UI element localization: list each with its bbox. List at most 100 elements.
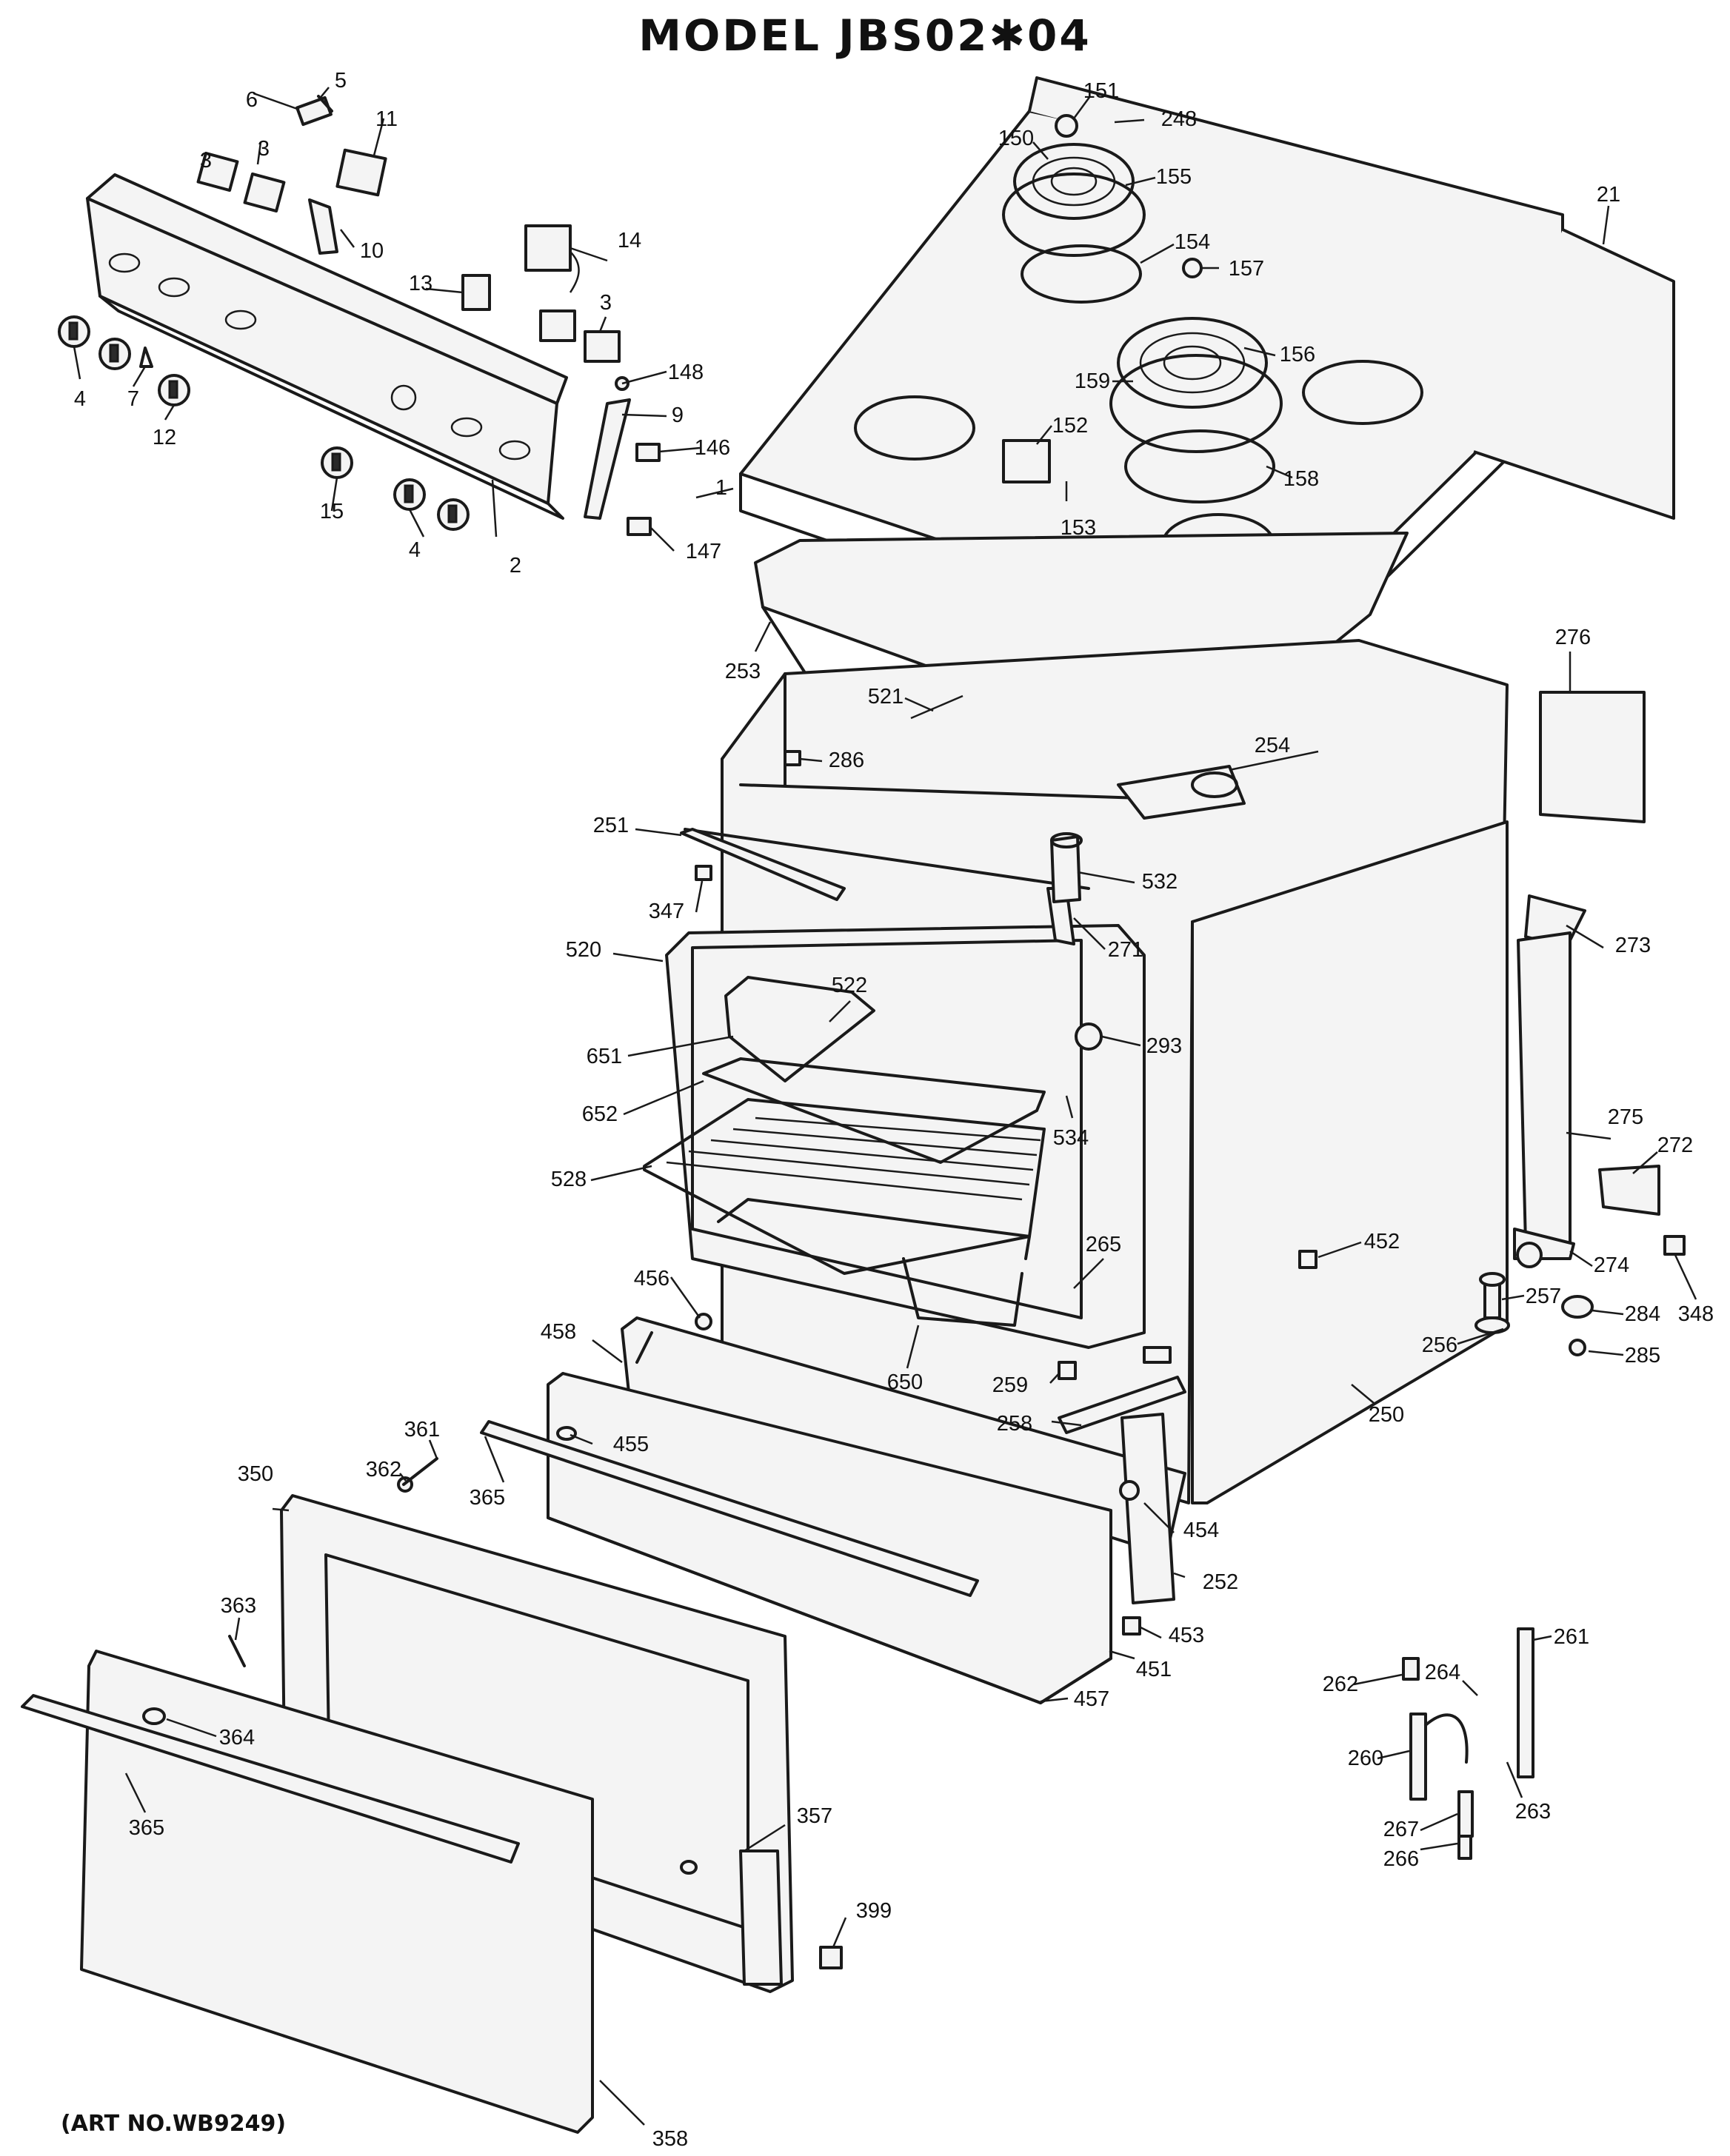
callout-521: 521 (868, 685, 904, 709)
callout-15: 15 (320, 500, 344, 523)
callout-358: 358 (652, 2127, 688, 2151)
callout-266: 266 (1383, 1847, 1419, 1871)
callout-399: 399 (856, 1899, 892, 1923)
callout-267: 267 (1383, 1818, 1419, 1841)
callout-365-top: 365 (470, 1486, 505, 1510)
callout-159: 159 (1075, 369, 1110, 393)
callout-158: 158 (1283, 467, 1319, 491)
callout-276: 276 (1555, 626, 1591, 649)
callout-2: 2 (510, 554, 521, 578)
callout-274: 274 (1594, 1253, 1629, 1277)
callout-6: 6 (246, 88, 258, 112)
door-hinges (1402, 1627, 1534, 1860)
callout-148: 148 (668, 361, 704, 384)
callout-253: 253 (725, 660, 761, 683)
callout-454: 454 (1183, 1519, 1219, 1542)
callout-4-left: 4 (74, 387, 86, 411)
callout-451: 451 (1136, 1658, 1172, 1681)
callout-259: 259 (992, 1373, 1028, 1397)
callout-254: 254 (1255, 734, 1290, 757)
storage-drawer (480, 1316, 1186, 1704)
callout-350: 350 (238, 1462, 273, 1486)
callout-3-top: 3 (258, 137, 270, 161)
control-switches (196, 95, 661, 536)
callout-361: 361 (404, 1418, 440, 1442)
callout-252: 252 (1203, 1570, 1238, 1594)
callout-4-bottom: 4 (409, 538, 421, 562)
side-brackets (1513, 691, 1686, 1268)
oven-door (21, 1494, 843, 2134)
control-knobs (58, 315, 470, 531)
callout-12: 12 (153, 426, 176, 449)
callout-365-bottom: 365 (129, 1816, 164, 1840)
callout-256: 256 (1422, 1333, 1457, 1357)
callout-273: 273 (1615, 934, 1651, 957)
callout-271: 271 (1108, 938, 1143, 962)
callout-3-left: 3 (200, 149, 212, 173)
callout-262: 262 (1323, 1673, 1358, 1696)
callout-275: 275 (1608, 1105, 1643, 1129)
callout-250: 250 (1369, 1403, 1404, 1427)
callout-362: 362 (366, 1458, 401, 1482)
callout-652: 652 (582, 1102, 618, 1126)
callout-522: 522 (832, 974, 867, 997)
model-title: MODEL JBS02✱04 (638, 10, 1092, 61)
callout-labels: 5 6 11 3 3 10 14 13 3 4 7 12 148 9 146 2… (74, 69, 1714, 2151)
callout-152: 152 (1052, 414, 1088, 438)
callout-363: 363 (221, 1594, 256, 1618)
oven-vent (1050, 765, 1246, 903)
callout-457: 457 (1074, 1687, 1109, 1711)
callout-285: 285 (1625, 1344, 1660, 1367)
callout-272: 272 (1657, 1134, 1693, 1157)
callout-348: 348 (1678, 1302, 1714, 1326)
callout-13: 13 (409, 272, 432, 295)
callout-286: 286 (829, 749, 864, 772)
callout-11: 11 (375, 107, 398, 131)
callout-146: 146 (695, 436, 730, 460)
callout-257: 257 (1526, 1285, 1561, 1308)
callout-455: 455 (613, 1433, 649, 1456)
callout-7: 7 (127, 387, 139, 411)
front-frames (680, 828, 1186, 1434)
callout-151: 151 (1083, 79, 1119, 103)
callout-264: 264 (1425, 1661, 1460, 1684)
callout-155: 155 (1156, 165, 1192, 189)
control-panel (86, 173, 568, 520)
callout-528: 528 (551, 1168, 587, 1191)
callout-650: 650 (887, 1370, 923, 1394)
backguard (1028, 76, 1675, 520)
callout-364: 364 (219, 1726, 255, 1750)
callout-157: 157 (1229, 257, 1264, 281)
callout-156: 156 (1280, 343, 1315, 366)
callout-651: 651 (587, 1045, 622, 1068)
callout-284: 284 (1625, 1302, 1660, 1326)
callout-9: 9 (672, 404, 684, 427)
callout-1: 1 (715, 476, 727, 500)
callout-534: 534 (1053, 1126, 1089, 1150)
callout-357: 357 (797, 1804, 832, 1828)
callout-261: 261 (1554, 1625, 1589, 1649)
oven-racks (643, 976, 1046, 1327)
callout-147: 147 (686, 540, 721, 563)
callout-347: 347 (649, 900, 684, 923)
callout-5: 5 (335, 69, 347, 93)
callout-452: 452 (1364, 1230, 1400, 1253)
callout-260: 260 (1348, 1747, 1383, 1770)
callout-251: 251 (593, 814, 629, 837)
callout-150: 150 (998, 127, 1034, 150)
callout-265: 265 (1086, 1233, 1121, 1256)
callout-10: 10 (360, 239, 384, 263)
callout-14: 14 (618, 229, 641, 252)
leader-lines (73, 87, 1697, 2126)
surface-units (1002, 114, 1283, 503)
small-parts (142, 694, 1317, 1875)
callout-258: 258 (997, 1412, 1032, 1436)
callout-456: 456 (634, 1267, 669, 1290)
callout-458: 458 (541, 1320, 576, 1344)
callout-532: 532 (1142, 870, 1178, 894)
leveling-legs (1474, 1272, 1594, 1356)
art-number: (ART NO.WB9249) (61, 2111, 286, 2137)
callout-453: 453 (1169, 1624, 1204, 1647)
callout-248: 248 (1161, 107, 1197, 131)
